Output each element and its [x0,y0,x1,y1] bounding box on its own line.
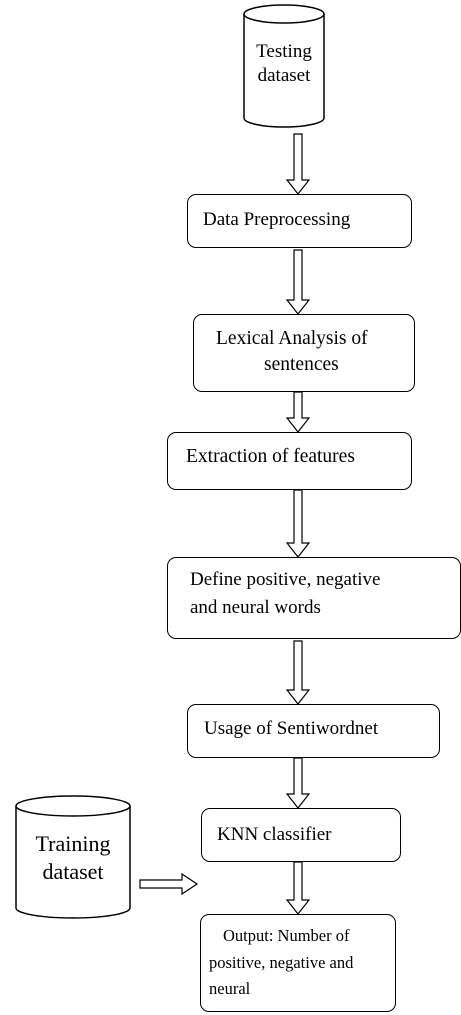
knn-classifier-label: KNN classifier [217,824,332,845]
data-preprocessing-box: Data Preprocessing [187,194,412,248]
extraction-box: Extraction of features [167,432,412,490]
testing-dataset: Testing dataset [244,40,324,88]
knn-classifier-box: KNN classifier [201,808,401,862]
sentiwordnet-label: Usage of Sentiwordnet [204,718,379,739]
define-words-box: Define positive, negative and neural wor… [167,557,461,639]
define-words-line1: Define positive, negative [190,569,381,590]
lexical-analysis-line2: sentences [264,354,339,375]
sentiwordnet-box: Usage of Sentiwordnet [187,704,440,758]
training-dataset: Training dataset [16,830,130,885]
training-dataset-line2: dataset [42,858,104,884]
output-box: Output: Number of positive, negative and… [200,914,396,1012]
arrow-lexical-to-extraction [285,391,311,433]
arrow-knn-to-output [285,861,311,915]
testing-dataset-line1: Testing [256,41,312,62]
output-line3: neural [209,979,251,998]
define-words-line2: and neural words [190,597,321,618]
extraction-label: Extraction of features [186,446,355,467]
training-dataset-line1: Training [35,831,111,856]
output-line1: Output: Number of [223,926,350,945]
lexical-analysis-box: Lexical Analysis of sentences [193,314,415,392]
data-preprocessing-label: Data Preprocessing [203,209,351,230]
arrow-preprocessing-to-lexical [285,249,311,315]
arrow-testing-to-preprocessing [285,133,311,195]
arrow-sentiwordnet-to-knn [285,757,311,809]
output-line2: positive, negative and [209,953,354,972]
lexical-analysis-line1: Lexical Analysis of [216,328,368,349]
arrow-extraction-to-define [285,489,311,558]
training-dataset-cylinder [15,795,131,919]
testing-dataset-cylinder [243,4,325,128]
testing-dataset-line2: dataset [257,64,311,86]
arrow-training-to-knn [139,872,199,896]
arrow-define-to-sentiwordnet [285,640,311,705]
